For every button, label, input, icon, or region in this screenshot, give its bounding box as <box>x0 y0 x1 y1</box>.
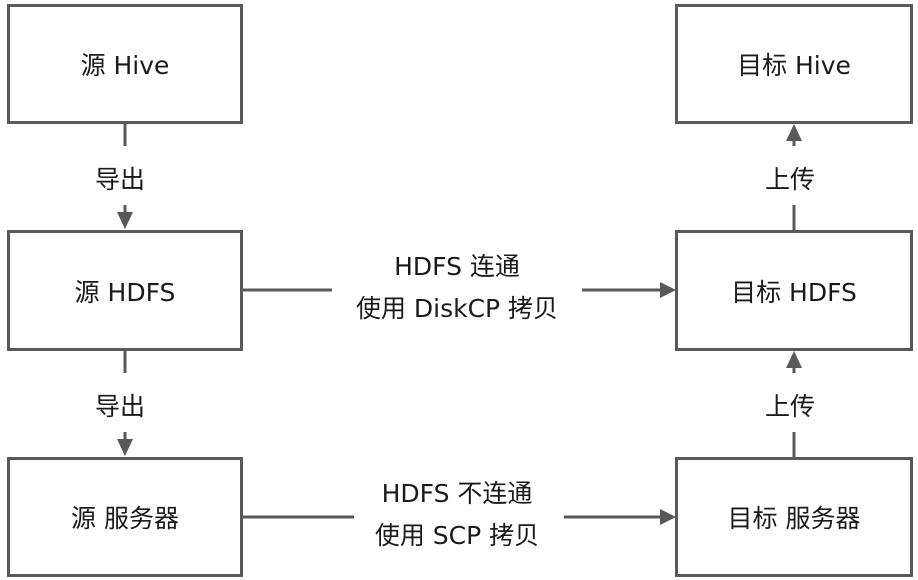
edge-label-hdfs-connected-line1: HDFS 连通 <box>394 252 520 281</box>
target-server-node: 目标 服务器 <box>675 457 913 577</box>
edge-label-hdfs-disconnected: HDFS 不连通 使用 SCP 拷贝 <box>357 473 557 557</box>
target-hive-label: 目标 Hive <box>737 51 851 80</box>
edge-label-hdfs-disconnected-line1: HDFS 不连通 <box>381 479 533 508</box>
source-server-label: 源 服务器 <box>71 504 179 533</box>
source-server-node: 源 服务器 <box>7 457 243 577</box>
source-hive-node: 源 Hive <box>7 4 243 124</box>
edge-label-hdfs-connected: HDFS 连通 使用 DiskCP 拷贝 <box>337 246 577 330</box>
source-hdfs-node: 源 HDFS <box>7 230 243 351</box>
edge-label-hdfs-connected-line2: 使用 DiskCP 拷贝 <box>355 294 559 323</box>
arrowhead-down-to-src-server <box>117 439 133 456</box>
edge-label-upload-1: 上传 <box>765 160 816 196</box>
target-hive-node: 目标 Hive <box>675 4 913 124</box>
source-hive-label: 源 Hive <box>80 51 170 80</box>
source-hdfs-label: 源 HDFS <box>74 277 176 307</box>
edge-label-export-2: 导出 <box>95 387 146 423</box>
arrowhead-right-to-dst-hdfs <box>660 282 676 298</box>
arrowhead-right-to-dst-server <box>660 509 676 525</box>
arrowhead-up-to-dst-hive <box>786 124 802 141</box>
target-hdfs-node: 目标 HDFS <box>675 230 913 351</box>
arrowhead-down-to-src-hdfs <box>117 212 133 229</box>
target-server-label: 目标 服务器 <box>727 504 861 533</box>
edge-label-hdfs-disconnected-line2: 使用 SCP 拷贝 <box>374 521 540 550</box>
arrowhead-up-to-dst-hdfs <box>786 351 802 368</box>
target-hdfs-label: 目标 HDFS <box>731 277 857 307</box>
edge-label-export-1: 导出 <box>95 160 146 196</box>
edge-label-upload-2: 上传 <box>765 387 816 423</box>
